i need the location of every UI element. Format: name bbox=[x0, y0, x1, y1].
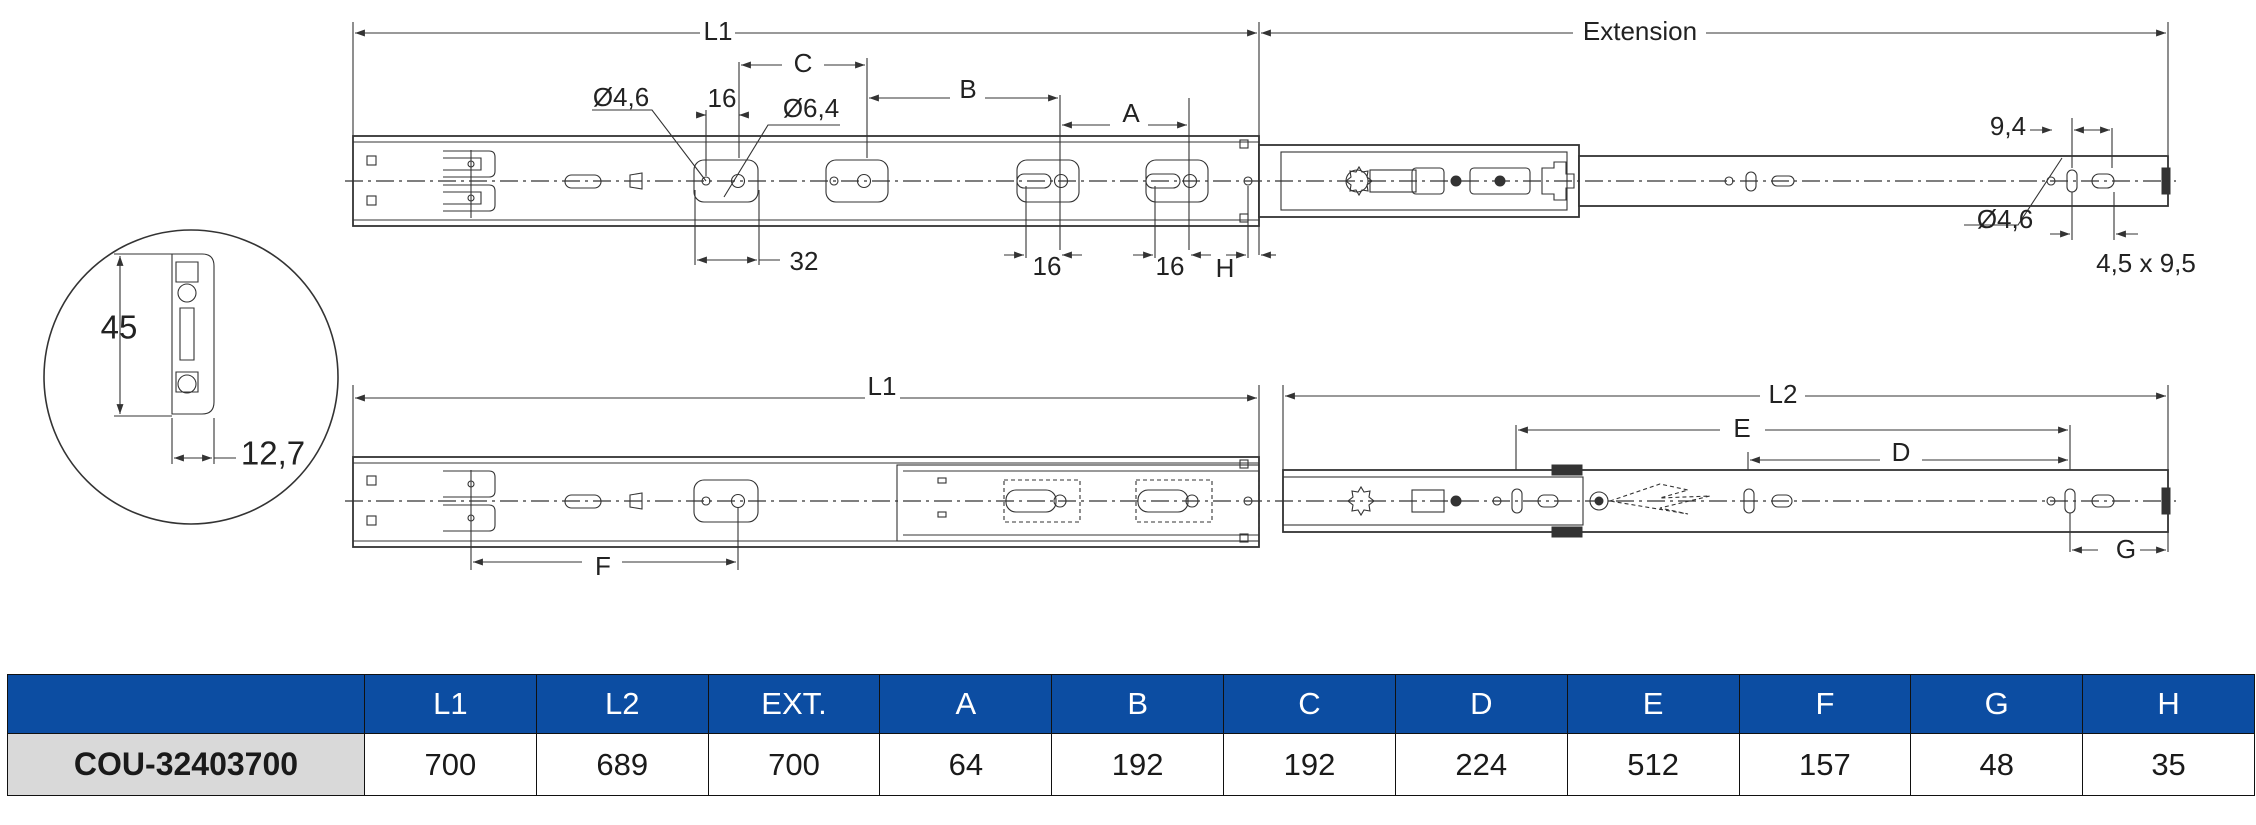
dim-l1-top: L1 bbox=[704, 16, 733, 46]
cell-a: 64 bbox=[879, 733, 1053, 796]
cell-l1: 700 bbox=[364, 733, 537, 796]
product-code: COU-32403700 bbox=[7, 733, 365, 796]
header-g: G bbox=[1910, 674, 2084, 734]
header-e: E bbox=[1566, 674, 1740, 734]
header-l1: L1 bbox=[364, 674, 537, 734]
dim-d64: Ø6,4 bbox=[783, 93, 839, 123]
dim-a: A bbox=[1122, 98, 1140, 128]
dim-16-b: 16 bbox=[1033, 251, 1062, 281]
cell-f: 157 bbox=[1738, 733, 1912, 796]
dim-extension: Extension bbox=[1583, 16, 1697, 46]
section-view: 45 12,7 bbox=[43, 229, 339, 525]
dim-width-12-7: 12,7 bbox=[241, 435, 305, 472]
cell-d: 224 bbox=[1394, 733, 1568, 796]
cell-ext: 700 bbox=[707, 733, 881, 796]
technical-drawing: L1 Extension bbox=[43, 16, 2196, 581]
cell-c: 192 bbox=[1223, 733, 1396, 796]
header-c: C bbox=[1223, 674, 1396, 734]
header-corner bbox=[7, 674, 365, 734]
header-d: D bbox=[1394, 674, 1568, 734]
header-f: F bbox=[1738, 674, 1912, 734]
table-row: COU-32403700 700 689 700 64 192 192 224 … bbox=[7, 733, 2255, 796]
cell-h: 35 bbox=[2082, 733, 2255, 796]
cell-b: 192 bbox=[1051, 733, 1225, 796]
dim-slot: 4,5 x 9,5 bbox=[2096, 248, 2196, 278]
dim-l1-bottom: L1 bbox=[868, 371, 897, 401]
dim-16-a: 16 bbox=[1156, 251, 1185, 281]
dim-g: G bbox=[2116, 534, 2136, 564]
dim-d: D bbox=[1892, 437, 1911, 467]
dim-d46-end: Ø4,6 bbox=[1977, 204, 2033, 234]
dim-height-45: 45 bbox=[101, 309, 138, 346]
header-l2: L2 bbox=[535, 674, 709, 734]
dim-e: E bbox=[1733, 413, 1750, 443]
dim-d46: Ø4,6 bbox=[593, 82, 649, 112]
dim-l2: L2 bbox=[1769, 379, 1798, 409]
dim-9-4: 9,4 bbox=[1990, 111, 2026, 141]
header-h: H bbox=[2082, 674, 2255, 734]
header-b: B bbox=[1051, 674, 1225, 734]
dim-f: F bbox=[595, 551, 611, 581]
bottom-view: L1 L2 E D bbox=[345, 371, 2176, 581]
dim-16-top: 16 bbox=[708, 83, 737, 113]
dim-h: H bbox=[1216, 253, 1235, 283]
header-ext: EXT. bbox=[707, 674, 881, 734]
cell-g: 48 bbox=[1910, 733, 2084, 796]
table-header-row: L1 L2 EXT. A B C D E F G H bbox=[7, 674, 2255, 734]
dim-32: 32 bbox=[790, 246, 819, 276]
cell-l2: 689 bbox=[535, 733, 709, 796]
dim-c: C bbox=[794, 48, 813, 78]
cell-e: 512 bbox=[1566, 733, 1740, 796]
spec-table: L1 L2 EXT. A B C D E F G H COU-32403700 … bbox=[7, 674, 2255, 796]
top-view: L1 Extension bbox=[345, 16, 2196, 283]
header-a: A bbox=[879, 674, 1053, 734]
dim-b: B bbox=[959, 74, 976, 104]
